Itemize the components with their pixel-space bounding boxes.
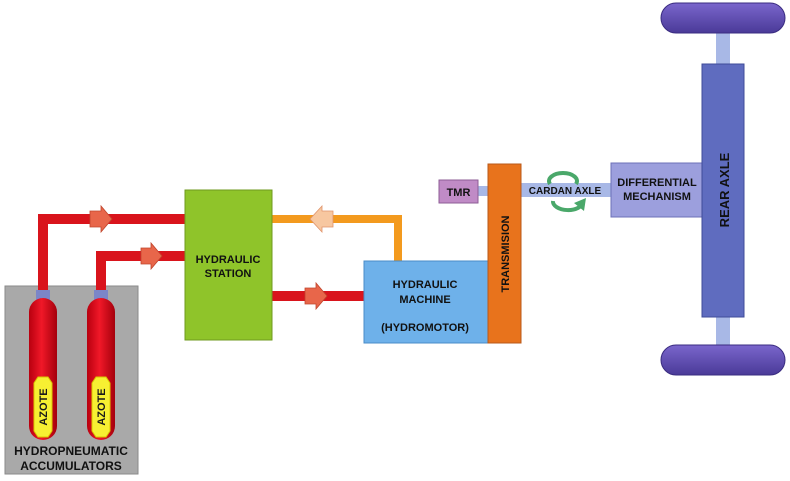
return-pipe bbox=[271, 215, 402, 262]
wheel-bottom bbox=[660, 344, 786, 376]
hydraulic-machine: HYDRAULIC MACHINE (HYDROMOTOR) bbox=[363, 260, 490, 344]
cardan-axle-label: CARDAN AXLE bbox=[529, 186, 602, 197]
rotation-arrow-icon bbox=[547, 171, 586, 213]
hydraulic-machine-label-line2: MACHINE bbox=[399, 294, 450, 306]
return-arrow-icon bbox=[309, 204, 334, 234]
cardan-axle-shaft bbox=[520, 183, 612, 197]
differential-label-line2: MECHANISM bbox=[623, 191, 691, 203]
hydraulic-station: HYDRAULIC STATION bbox=[184, 189, 273, 341]
tmr-unit: TMR bbox=[438, 179, 479, 204]
high-pressure-pipes bbox=[38, 214, 186, 292]
differential-label-line1: DIFFERENTIAL bbox=[617, 177, 697, 189]
azote-label-right: AZOTE bbox=[96, 388, 108, 425]
accumulators-label-line2: ACCUMULATORS bbox=[20, 459, 122, 473]
hydraulic-station-label-line1: HYDRAULIC bbox=[196, 254, 261, 266]
axle-stub-bottom bbox=[716, 316, 730, 350]
transmision-unit: TRANSMISION bbox=[487, 163, 522, 344]
flow-arrow-icon bbox=[304, 281, 328, 311]
accumulator-housing: HYDROPNEUMATIC ACCUMULATORS bbox=[4, 285, 139, 475]
flow-arrow-icon bbox=[89, 204, 113, 234]
accumulator-right: AZOTE bbox=[87, 290, 115, 440]
rear-axle: REAR AXLE bbox=[701, 63, 745, 318]
rear-axle-label: REAR AXLE bbox=[717, 152, 732, 227]
transmision-label: TRANSMISION bbox=[500, 215, 512, 292]
azote-label-left: AZOTE bbox=[38, 388, 50, 425]
hydraulic-machine-label-line1: HYDRAULIC bbox=[393, 279, 458, 291]
differential-mechanism: DIFFERENTIAL MECHANISM bbox=[610, 162, 704, 218]
accumulators-label-line1: HYDROPNEUMATIC bbox=[14, 444, 128, 458]
tmr-label: TMR bbox=[447, 187, 471, 199]
accumulator-left: AZOTE bbox=[29, 290, 57, 440]
tmr-shaft bbox=[477, 186, 491, 196]
flow-arrow-icon bbox=[140, 241, 163, 271]
hydraulic-station-label-line2: STATION bbox=[205, 268, 252, 280]
wheel-top bbox=[660, 2, 786, 34]
hydromotor-label: (HYDROMOTOR) bbox=[381, 322, 469, 334]
axle-stub-top bbox=[716, 28, 730, 66]
